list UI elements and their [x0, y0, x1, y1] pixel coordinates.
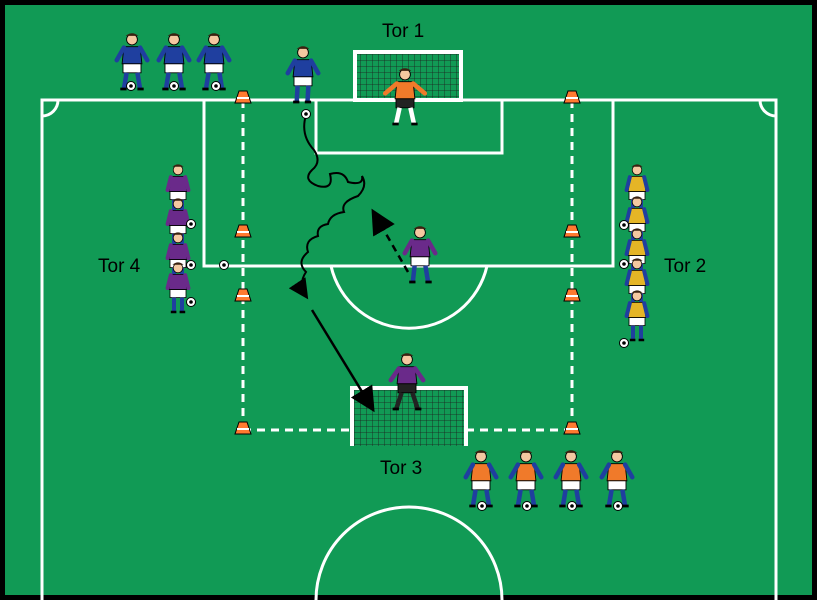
shot-arrow	[310, 309, 375, 413]
player-dribbler	[285, 46, 321, 104]
player	[156, 33, 192, 91]
ball-icon	[186, 219, 196, 229]
balls	[126, 81, 629, 511]
corner-arc-left	[41, 99, 60, 118]
goalkeeper-goal-1	[382, 68, 428, 126]
drill-area	[241, 100, 574, 432]
player	[463, 450, 499, 508]
goal-3-label: Tor 3	[380, 458, 422, 479]
ball-icon	[613, 501, 623, 511]
ball-icon	[522, 501, 532, 511]
player	[624, 164, 650, 216]
ball-icon	[186, 297, 196, 307]
cone	[234, 421, 252, 435]
player-defender	[402, 226, 438, 284]
ball-icon	[186, 260, 196, 270]
goal-1-label: Tor 1	[382, 21, 424, 42]
player	[553, 450, 589, 508]
cone	[563, 421, 581, 435]
cone	[563, 90, 581, 104]
ball-icon	[567, 501, 577, 511]
ball-icon	[619, 259, 629, 269]
players	[114, 33, 650, 508]
player	[196, 33, 232, 91]
goal-area	[314, 100, 504, 155]
player	[508, 450, 544, 508]
ball-icon	[619, 220, 629, 230]
ball-icon	[301, 109, 311, 119]
cone	[234, 90, 252, 104]
goal-2-label: Tor 2	[664, 256, 706, 277]
player	[624, 258, 650, 310]
corner-arc-right	[758, 99, 777, 118]
cone	[563, 224, 581, 238]
player	[114, 33, 150, 91]
goal-3	[350, 386, 468, 446]
penalty-arc	[329, 265, 489, 330]
player	[599, 450, 635, 508]
player	[624, 290, 650, 342]
ball-icon	[619, 338, 629, 348]
penalty-box	[202, 100, 615, 268]
player	[165, 262, 191, 314]
ball-icon	[169, 81, 179, 91]
ball-icon	[211, 81, 221, 91]
cone	[234, 288, 252, 302]
dribble-path	[288, 114, 366, 300]
cones	[234, 90, 581, 435]
goalkeeper-goal-3	[388, 353, 426, 411]
cone	[234, 224, 252, 238]
ball-icon	[477, 501, 487, 511]
goal-4-label: Tor 4	[98, 256, 141, 277]
ball-icon	[126, 81, 136, 91]
ball-icon	[219, 260, 229, 270]
center-circle	[314, 505, 504, 600]
cone	[563, 288, 581, 302]
